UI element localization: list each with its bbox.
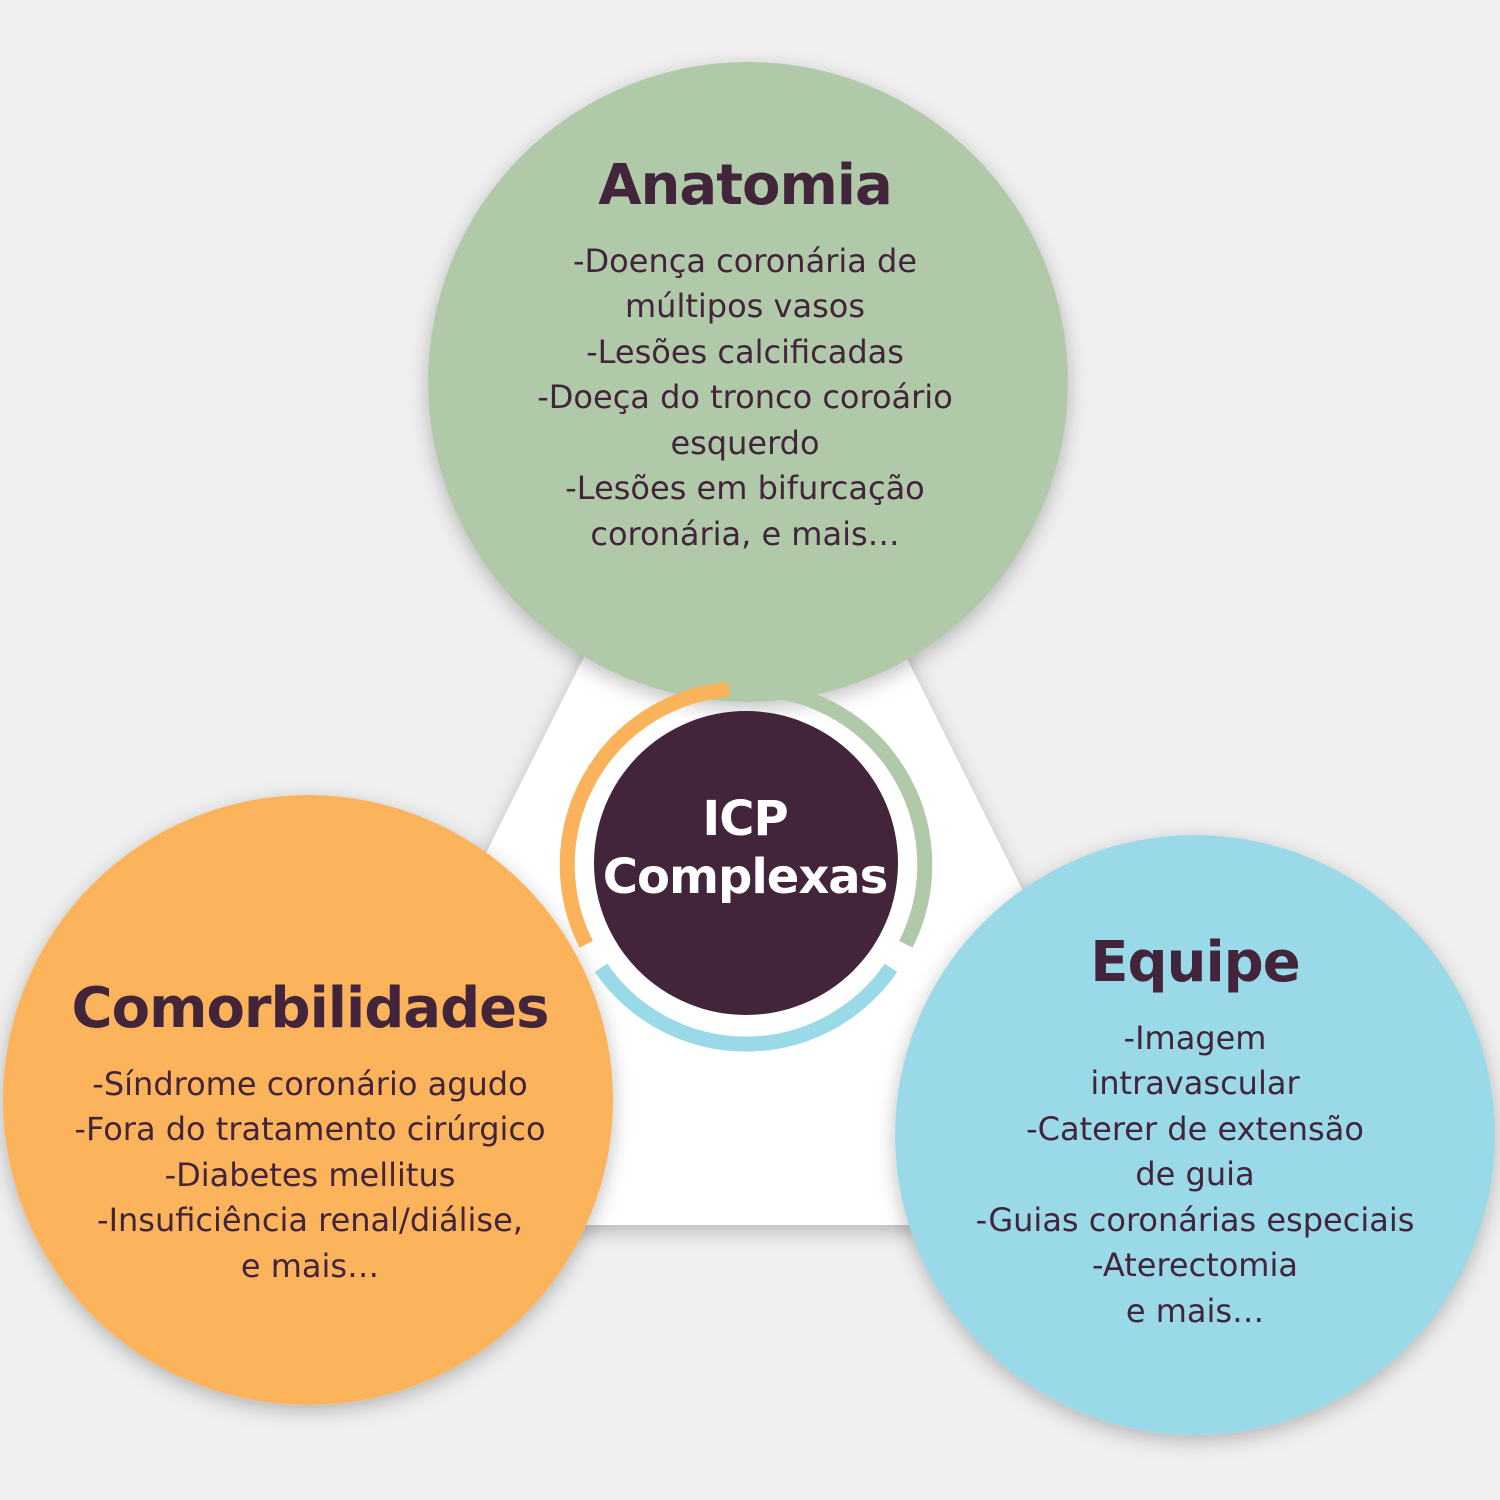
ring-arc-orange xyxy=(559,681,730,948)
anatomia-title: Anatomia xyxy=(598,153,893,218)
list-item: de guia xyxy=(1135,1155,1255,1194)
circle-anatomia xyxy=(428,62,1068,702)
list-item: esquerdo xyxy=(670,423,820,462)
list-item: -Diabetes mellitus xyxy=(164,1155,456,1194)
equipe-items: -Imagem intravascular -Caterer de extens… xyxy=(910,1016,1480,1335)
equipe-title: Equipe xyxy=(1090,930,1300,995)
list-item: -Insuficiência renal/diálise, xyxy=(97,1201,523,1240)
center-label-line-2: Complexas xyxy=(602,849,889,905)
list-item: -Imagem xyxy=(1123,1018,1267,1057)
list-item: múltipos vasos xyxy=(625,287,865,326)
comorbidades-title: Comorbilidades xyxy=(71,976,550,1041)
list-item: e mais… xyxy=(1125,1291,1265,1330)
list-item: -Doeça do tronco coroário xyxy=(537,378,953,417)
list-item: -Lesões em bifurcação xyxy=(565,469,925,508)
list-item: e mais… xyxy=(240,1246,380,1285)
list-item: -Síndrome coronário agudo xyxy=(92,1064,528,1103)
circle-equipe xyxy=(895,835,1495,1435)
center-label-line-1: ICP xyxy=(702,791,788,847)
list-item: intravascular xyxy=(1090,1064,1300,1103)
list-item: coronária, e mais… xyxy=(590,514,900,553)
list-item: -Doença coronária de xyxy=(572,241,918,280)
circle-comorbidades xyxy=(3,795,613,1405)
list-item: -Guias coronárias especiais xyxy=(975,1200,1415,1239)
ring-arc-blue xyxy=(594,963,898,1052)
anatomia-items: -Doença coronária de múltipos vasos -Les… xyxy=(455,239,1035,558)
comorbidades-content: Comorbilidades -Síndrome coronário agudo… xyxy=(20,978,600,1289)
list-item: -Fora do tratamento cirúrgico xyxy=(74,1110,546,1149)
center-circle xyxy=(594,711,898,1015)
center-label: ICP Complexas xyxy=(595,790,895,906)
equipe-content: Equipe -Imagem intravascular -Caterer de… xyxy=(910,932,1480,1334)
list-item: -Caterer de extensão xyxy=(1026,1109,1364,1148)
list-item: -Aterectomia xyxy=(1092,1246,1298,1285)
ring-arc-green xyxy=(762,681,933,948)
anatomia-content: Anatomia -Doença coronária de múltipos v… xyxy=(455,155,1035,557)
list-item: -Lesões calcificadas xyxy=(586,332,904,371)
comorbidades-items: -Síndrome coronário agudo -Fora do trata… xyxy=(20,1062,600,1290)
